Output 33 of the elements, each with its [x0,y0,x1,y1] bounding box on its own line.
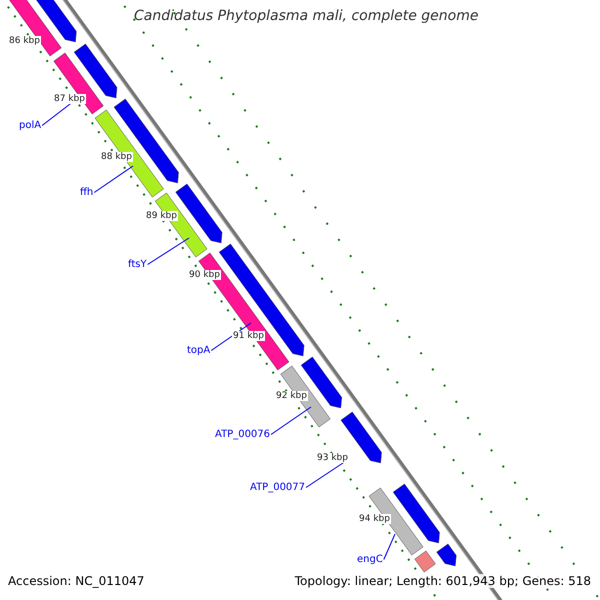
scale-tick-label: 91 kbp [232,331,265,341]
leader-line [270,406,312,435]
gene-label: ATP_00076 [215,429,270,440]
scale-tick-label: 93 kbp [316,453,349,463]
footer-text: Accession: NC_011047 [8,574,144,588]
gene-feature [114,98,179,184]
scale-tick-label: 90 kbp [188,270,221,280]
scale-tick-label: 87 kbp [53,94,86,104]
scale-tick-label: 89 kbp [145,211,178,221]
map-title: Candidatus Phytoplasma mali, complete genome [134,8,478,24]
gene-label: engC [357,554,383,565]
leader-line [210,322,252,351]
scale-tick-label: 94 kbp [358,514,391,524]
scale-tick-label: 88 kbp [100,152,133,162]
gene-bar [53,52,104,114]
gene-feature [436,544,457,566]
leader-line [94,166,134,193]
gene-feature [175,184,222,244]
gene-feature [218,244,304,356]
gene-bar [368,488,424,556]
scale-tick-label: 92 kbp [275,391,308,401]
gene-bar [94,110,164,198]
gene-label: ffh [80,187,94,198]
gene-bar [6,0,62,56]
gene-label: topA [187,345,210,356]
gene-label: polA [19,120,42,131]
gene-feature [392,484,440,544]
gene-label: ATP_00077 [250,482,306,493]
gene-label: ftsY [128,259,147,270]
leader-line [147,238,190,265]
footer-text: Topology: linear; Length: 601,943 bp; Genes: 518 [294,574,591,588]
scale-tick-label: 86 kbp [8,36,41,46]
leader-line [383,534,396,560]
